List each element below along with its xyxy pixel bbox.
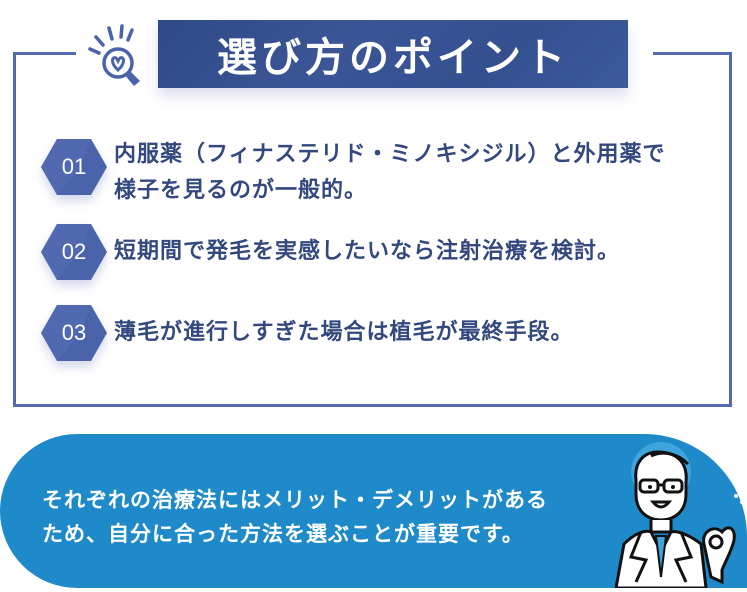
- summary-text: それぞれの治療法にはメリット・デメリットがある ため、自分に合った方法を選ぶこと…: [42, 483, 548, 551]
- lightbulb-heart-icon: [82, 18, 154, 94]
- point-text-line1: 内服薬（フィナステリド・ミノキシジル）と外用薬で: [114, 142, 666, 167]
- point-text-line2: 様子を見るのが一般的。: [114, 178, 368, 203]
- hex-badge: 02: [40, 222, 108, 282]
- point-item-01: 01 内服薬（フィナステリド・ミノキシジル）と外用薬で 様子を見るのが一般的。: [40, 137, 666, 209]
- point-number: 02: [61, 239, 87, 264]
- point-number: 01: [61, 154, 87, 179]
- points-frame: [13, 52, 732, 407]
- point-text-line1: 薄毛が進行しすぎた場合は植毛が最終手段。: [114, 320, 574, 345]
- point-number: 03: [61, 320, 87, 345]
- hex-badge: 01: [40, 137, 108, 197]
- frame-top-left-line: [13, 52, 76, 55]
- point-item-02: 02 短期間で発毛を実感したいなら注射治療を検討。: [40, 222, 620, 282]
- point-item-03: 03 薄毛が進行しすぎた場合は植毛が最終手段。: [40, 303, 574, 363]
- frame-top-right-line: [653, 52, 729, 55]
- doctor-ok-sign-icon: [596, 432, 747, 590]
- point-text-line1: 短期間で発毛を実感したいなら注射治療を検討。: [114, 239, 621, 264]
- hex-badge: 03: [40, 303, 108, 363]
- title-banner: 選び方のポイント: [158, 20, 628, 88]
- summary-line2: ため、自分に合った方法を選ぶことが重要です。: [42, 522, 524, 546]
- summary-line1: それぞれの治療法にはメリット・デメリットがある: [42, 488, 548, 512]
- page-title: 選び方のポイント: [217, 35, 569, 81]
